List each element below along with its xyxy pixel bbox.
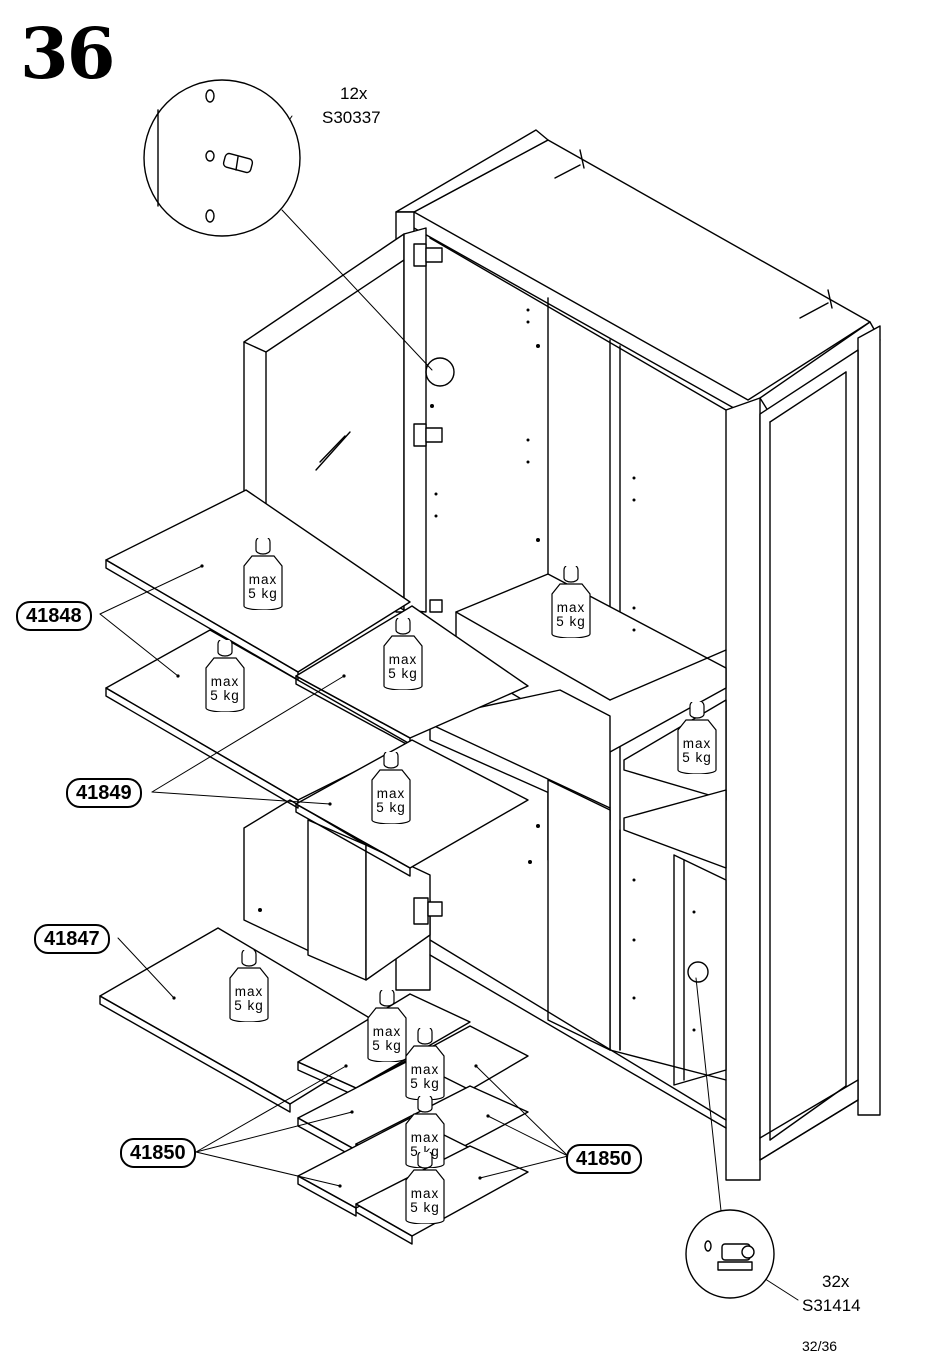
weight-icon: max 5 kg: [546, 566, 596, 638]
weight-icon: max 5 kg: [378, 618, 428, 690]
weight-limit-value: 5 kg: [210, 688, 240, 703]
weight-icon: max 5 kg: [238, 538, 288, 610]
weight-limit-value: 5 kg: [556, 614, 586, 629]
weight-limit-value: 5 kg: [682, 750, 712, 765]
weight-limit-value: 5 kg: [410, 1076, 440, 1091]
weight-limit-value: 5 kg: [388, 666, 418, 681]
weight-limit-label: max: [210, 674, 240, 689]
weight-limit-label: max: [388, 652, 418, 667]
weight-icon: max 5 kg: [400, 1152, 450, 1224]
weight-limit-label: max: [248, 572, 278, 587]
part-label-41848: 41848: [16, 601, 92, 631]
weight-limit-label: max: [372, 1024, 402, 1039]
weight-limit-label: max: [410, 1186, 440, 1201]
weight-icon: max 5 kg: [366, 752, 416, 824]
hardware-quantity-shelf-support: 32x: [822, 1272, 850, 1291]
weight-icon: max 5 kg: [400, 1096, 450, 1168]
hardware-code-dowel: S30337: [322, 108, 381, 127]
part-label-41849: 41849: [66, 778, 142, 808]
part-label-41850-left: 41850: [120, 1138, 196, 1168]
weight-limit-label: max: [410, 1130, 440, 1145]
step-number: 36: [20, 12, 115, 95]
weight-limit-label: max: [556, 600, 586, 615]
lower-door: [243, 799, 443, 981]
hardware-quantity-dowel: 12x: [340, 84, 368, 103]
weight-limit-label: max: [376, 786, 406, 801]
weight-limit-label: max: [234, 984, 264, 999]
weight-limit-label: max: [682, 736, 712, 751]
leader-lines: [99, 115, 799, 1301]
weight-icon: max 5 kg: [400, 1028, 450, 1100]
weight-limit-label: max: [410, 1062, 440, 1077]
weight-limit-value: 5 kg: [248, 586, 278, 601]
page-number: 32/36: [802, 1338, 838, 1354]
weight-limit-value: 5 kg: [372, 1038, 402, 1053]
part-label-41847: 41847: [34, 924, 110, 954]
detail-circle-shelf-support: [685, 961, 775, 1299]
cabinet-carcass: [395, 129, 881, 1181]
weight-limit-value: 5 kg: [234, 998, 264, 1013]
weight-icon: max 5 kg: [200, 640, 250, 712]
weight-icon: max 5 kg: [672, 702, 722, 774]
weight-icon: max 5 kg: [224, 950, 274, 1022]
detail-circle-dowel: [143, 79, 455, 387]
hardware-code-shelf-support: S31414: [802, 1296, 861, 1315]
holes: [172, 308, 696, 1188]
part-label-41850-right: 41850: [566, 1144, 642, 1174]
weight-limit-value: 5 kg: [410, 1200, 440, 1215]
weight-limit-value: 5 kg: [376, 800, 406, 815]
